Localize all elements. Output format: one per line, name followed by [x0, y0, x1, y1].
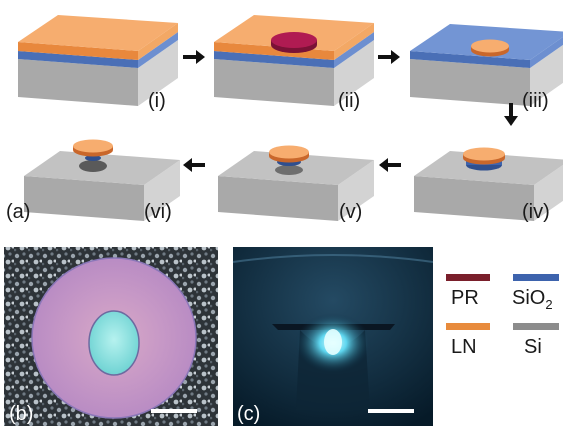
ln-disk	[471, 39, 509, 57]
step-ii-block	[214, 15, 374, 106]
step-i-block	[18, 15, 178, 106]
step-label-i: (i)	[148, 90, 166, 112]
step-label-iv: (iv)	[522, 201, 550, 223]
arrow-left-2	[183, 158, 205, 172]
panel-label-c: (c)	[237, 403, 260, 425]
step-v-block	[218, 145, 374, 221]
panel-c-side-view: (c)	[232, 247, 434, 426]
suspended-microdisk	[73, 139, 113, 172]
legend-label-ln: LN	[451, 336, 477, 358]
microdisk-etched	[269, 145, 309, 175]
step-label-ii: (ii)	[338, 90, 360, 112]
arrow-left-1	[379, 158, 401, 172]
legend-label-si: Si	[524, 336, 542, 358]
arrow-down	[504, 103, 518, 126]
step-iv-block	[414, 147, 563, 221]
arrow-right-2	[378, 50, 400, 64]
arrow-right-1	[183, 50, 205, 64]
ln-disk-on-oxide	[463, 147, 505, 171]
legend-label-pr: PR	[451, 287, 479, 309]
panel-b-micrograph: (b)	[4, 247, 218, 426]
photoresist-disk	[271, 32, 317, 53]
legend-swatch-si	[513, 323, 559, 330]
legend-swatch-sio2	[513, 274, 559, 281]
pedestal-region	[88, 310, 140, 376]
legend-swatch-pr	[446, 274, 490, 281]
legend-label-sio2: SiO2	[512, 287, 553, 312]
scale-bar-c	[368, 409, 414, 413]
step-label-iii: (iii)	[522, 90, 549, 112]
panel-a: (i) (ii) (iii) (iv) (v) (vi) (a)	[6, 15, 563, 223]
step-label-vi: (vi)	[144, 201, 172, 223]
material-legend: PR SiO2 LN Si	[446, 274, 559, 358]
panel-label-b: (b)	[9, 403, 33, 425]
step-iii-block	[410, 24, 563, 106]
panel-label-a: (a)	[6, 201, 30, 223]
legend-swatch-ln	[446, 323, 490, 330]
step-label-v: (v)	[339, 201, 362, 223]
scale-bar-b	[151, 409, 197, 413]
step-vi-block	[24, 139, 180, 221]
process-arrows	[183, 50, 518, 172]
